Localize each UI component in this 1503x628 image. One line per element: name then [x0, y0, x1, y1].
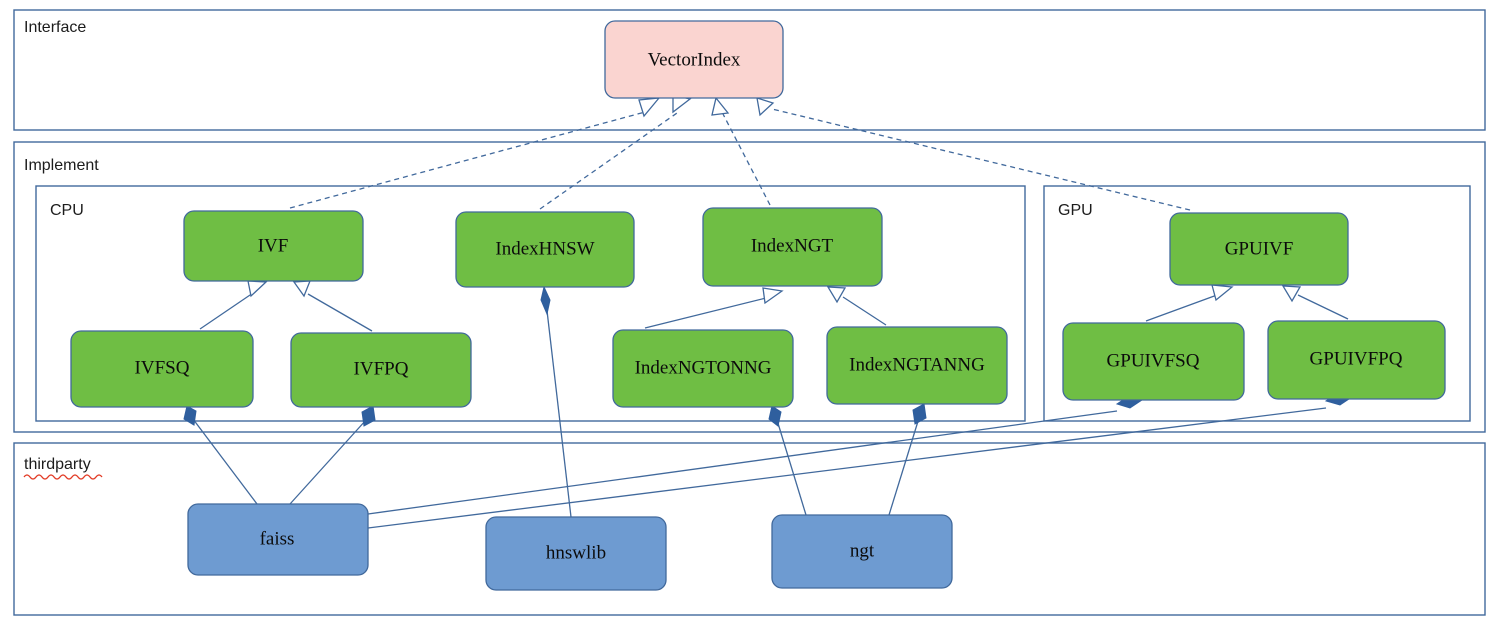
diamond-ngt-indexngtonng	[768, 405, 782, 427]
node-indexhnsw-shape[interactable]	[455, 211, 635, 288]
node-ngt-shape[interactable]	[771, 514, 953, 589]
edge-ngtonng-indexngt	[644, 297, 767, 329]
node-hnswlib-label: hnswlib	[546, 542, 606, 563]
node-faiss-shape[interactable]	[187, 503, 369, 576]
node-gpuivf-label: GPUIVF	[1225, 238, 1294, 259]
node-faiss-label: faiss	[260, 528, 295, 549]
arrowhead-hollow-ivf-vectorindex	[638, 97, 661, 118]
node-ivf-shape[interactable]	[183, 210, 364, 282]
edge-faiss-gpuivfpq	[367, 407, 1327, 529]
node-gpuivfpq[interactable]: GPUIVFPQ	[1267, 320, 1446, 400]
diamond-hnswlib-indexhnsw	[540, 285, 551, 316]
node-indexhnsw-label: IndexHNSW	[495, 238, 594, 259]
arrowhead-hollow-gpuivfpq-gpuivf	[1281, 285, 1302, 303]
node-indexngt-label: IndexNGT	[751, 235, 834, 256]
edge-ivfpq-ivf	[307, 293, 373, 332]
node-ivf-label: IVF	[258, 235, 289, 256]
node-ngt[interactable]: ngt	[771, 514, 953, 589]
node-gpuivfpq-label: GPUIVFPQ	[1310, 348, 1403, 369]
edge-indexhnsw-vectorindex	[539, 112, 678, 210]
edge-faiss-ivfsq	[192, 418, 258, 505]
node-ivfpq-shape[interactable]	[290, 332, 472, 408]
node-ivfpq[interactable]: IVFPQ	[290, 332, 472, 408]
node-vectorindex-shape[interactable]	[604, 20, 784, 99]
edge-gpuivfsq-gpuivf	[1145, 294, 1218, 322]
node-indexhnsw[interactable]: IndexHNSW	[455, 211, 635, 288]
node-vectorindex-label: VectorIndex	[648, 49, 741, 70]
edge-ngt-indexngtanng	[888, 417, 920, 516]
group-label-interface: Interface	[24, 19, 86, 36]
edges-realization	[289, 94, 1191, 211]
diamond-faiss-ivfsq	[183, 405, 197, 426]
nodes: VectorIndex IVF IndexHNSW IndexNGT IVFSQ	[70, 20, 1446, 591]
node-vectorindex[interactable]: VectorIndex	[604, 20, 784, 99]
node-indexngt[interactable]: IndexNGT	[702, 207, 883, 287]
group-label-thirdparty: thirdparty	[24, 456, 91, 473]
group-labels: Interface Implement CPU GPU thirdparty	[23, 19, 1093, 480]
node-indexngtonng[interactable]: IndexNGTONNG	[612, 329, 794, 408]
edge-faiss-gpuivfsq	[367, 410, 1118, 515]
arrowhead-hollow-ngtanng-indexngt	[826, 286, 847, 304]
group-label-cpu: CPU	[50, 202, 84, 219]
node-indexngtanng-label: IndexNGTANNG	[849, 354, 985, 375]
node-indexngtonng-shape[interactable]	[612, 329, 794, 408]
edge-ngtanng-indexngt	[842, 296, 887, 326]
node-indexngtanng[interactable]: IndexNGTANNG	[826, 326, 1008, 405]
edge-ivfsq-ivf	[199, 292, 254, 330]
node-gpuivfsq-shape[interactable]	[1062, 322, 1245, 401]
edge-hnswlib-indexhnsw	[545, 301, 572, 518]
edge-faiss-ivfpq	[289, 419, 367, 505]
node-ivfsq-label: IVFSQ	[135, 357, 190, 378]
node-indexngt-shape[interactable]	[702, 207, 883, 287]
node-faiss[interactable]: faiss	[187, 503, 369, 576]
node-gpuivfsq[interactable]: GPUIVFSQ	[1062, 322, 1245, 401]
group-label-gpu: GPU	[1058, 202, 1093, 219]
node-ivfpq-label: IVFPQ	[354, 358, 409, 379]
node-hnswlib-shape[interactable]	[485, 516, 667, 591]
node-indexngtanng-shape[interactable]	[826, 326, 1008, 405]
node-ivfsq[interactable]: IVFSQ	[70, 330, 254, 408]
spellcheck-underline-thirdparty	[23, 474, 103, 480]
node-gpuivf-shape[interactable]	[1169, 212, 1349, 286]
edge-ngt-indexngtonng	[776, 419, 807, 516]
edge-ivf-vectorindex	[289, 111, 646, 209]
arrowhead-hollow-ngtonng-indexngt	[762, 287, 784, 305]
edges-generalization	[199, 280, 1349, 332]
diamond-ngt-indexngtanng	[912, 403, 927, 425]
arrowhead-hollow-gpuivfsq-gpuivf	[1211, 284, 1234, 302]
node-ivfsq-shape[interactable]	[70, 330, 254, 408]
diamond-faiss-ivfpq	[361, 405, 376, 427]
node-gpuivfsq-label: GPUIVFSQ	[1107, 350, 1200, 371]
group-label-implement: Implement	[24, 157, 99, 174]
node-ngt-label: ngt	[850, 540, 875, 561]
node-gpuivf[interactable]: GPUIVF	[1169, 212, 1349, 286]
node-indexngtonng-label: IndexNGTONNG	[635, 357, 772, 378]
node-ivf[interactable]: IVF	[183, 210, 364, 282]
edge-gpuivfpq-gpuivf	[1297, 294, 1349, 320]
arrowhead-hollow-indexngt-vectorindex	[711, 96, 730, 116]
edge-indexngt-vectorindex	[722, 113, 771, 206]
arrowhead-hollow-gpuivf-vectorindex	[756, 97, 775, 117]
node-hnswlib[interactable]: hnswlib	[485, 516, 667, 591]
node-gpuivfpq-shape[interactable]	[1267, 320, 1446, 400]
